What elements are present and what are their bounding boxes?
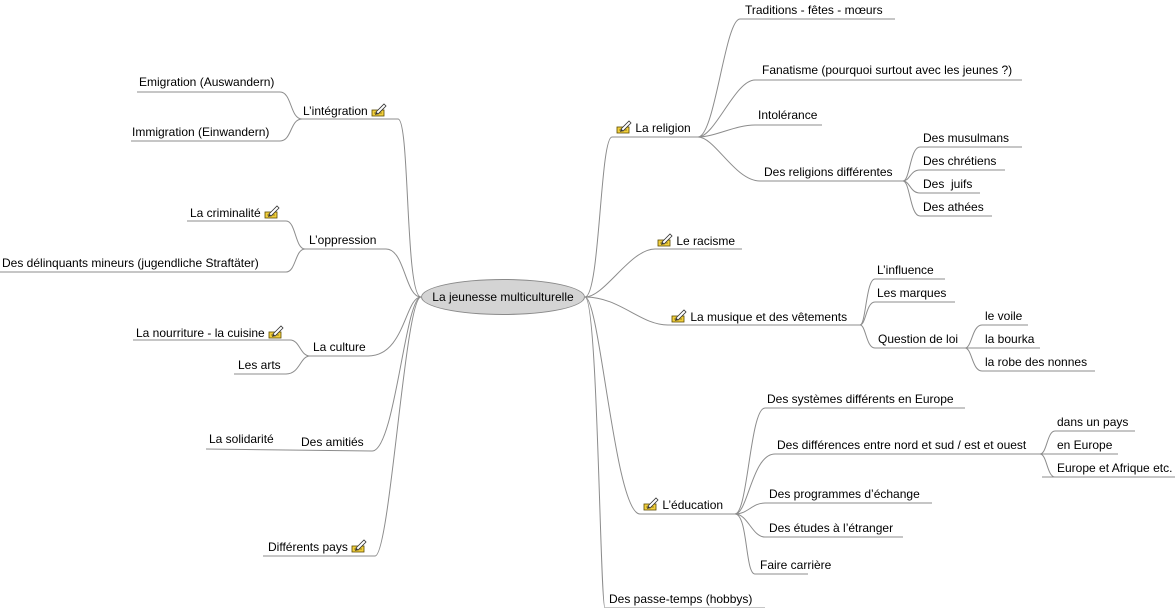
node-voile[interactable]: le voile	[985, 309, 1023, 323]
pencil-note-icon	[371, 103, 387, 117]
node-traditions[interactable]: Traditions - fêtes - mœurs	[745, 3, 883, 17]
node-integration[interactable]: L’intégration	[303, 103, 387, 118]
node-bourka[interactable]: la bourka	[985, 332, 1035, 346]
root-label: La jeunesse multiculturelle	[432, 290, 574, 304]
node-influence[interactable]: L’influence	[877, 263, 934, 277]
node-athees[interactable]: Des athées	[923, 200, 984, 214]
node-immigration[interactable]: Immigration (Einwandern)	[132, 125, 270, 139]
node-question-loi[interactable]: Question de loi	[878, 332, 959, 346]
root-node[interactable]: La jeunesse multiculturelle	[421, 279, 585, 315]
node-delinquants[interactable]: Des délinquants mineurs (jugendliche Str…	[2, 256, 259, 270]
node-religions-differentes[interactable]: Des religions différentes	[764, 165, 893, 179]
pencil-note-icon	[643, 497, 659, 511]
pencil-note-icon	[351, 539, 367, 553]
node-dans-un-pays[interactable]: dans un pays	[1057, 415, 1129, 429]
node-differences[interactable]: Des différences entre nord et sud / est …	[777, 438, 1027, 452]
node-passe-temps[interactable]: Des passe-temps (hobbys)	[609, 592, 753, 606]
pencil-note-icon	[616, 120, 632, 134]
node-etudes[interactable]: Des études à l’étranger	[769, 521, 894, 535]
node-oppression[interactable]: L’oppression	[309, 233, 377, 247]
node-amities[interactable]: Des amitiés	[301, 435, 364, 449]
node-solidarite[interactable]: La solidarité	[209, 432, 274, 446]
pencil-note-icon	[671, 309, 687, 323]
node-musique[interactable]: La musique et des vêtements	[671, 309, 847, 324]
node-racisme[interactable]: Le racisme	[657, 233, 735, 248]
node-juifs[interactable]: Des juifs	[923, 177, 973, 191]
node-arts[interactable]: Les arts	[238, 358, 281, 372]
node-criminalite[interactable]: La criminalité	[190, 205, 280, 220]
node-intolerance[interactable]: Intolérance	[758, 108, 818, 122]
node-robe-nonnes[interactable]: la robe des nonnes	[985, 355, 1088, 369]
node-nourriture[interactable]: La nourriture - la cuisine	[136, 325, 284, 340]
node-marques[interactable]: Les marques	[877, 286, 947, 300]
node-musulmans[interactable]: Des musulmans	[923, 131, 1010, 145]
node-education[interactable]: L’éducation	[643, 497, 723, 512]
node-en-europe[interactable]: en Europe	[1057, 438, 1113, 452]
node-pays[interactable]: Différents pays	[268, 539, 367, 554]
node-culture[interactable]: La culture	[313, 340, 366, 354]
node-fanatisme[interactable]: Fanatisme (pourquoi surtout avec les jeu…	[762, 63, 1013, 77]
node-programmes[interactable]: Des programmes d’échange	[769, 487, 920, 501]
pencil-note-icon	[268, 325, 284, 339]
node-europe-afrique[interactable]: Europe et Afrique etc.	[1057, 461, 1173, 475]
node-emigration[interactable]: Emigration (Auswandern)	[139, 75, 275, 89]
node-chretiens[interactable]: Des chrétiens	[923, 154, 997, 168]
pencil-note-icon	[657, 233, 673, 247]
node-religion[interactable]: La religion	[616, 120, 691, 135]
node-carriere[interactable]: Faire carrière	[760, 558, 832, 572]
pencil-note-icon	[264, 205, 280, 219]
node-systemes[interactable]: Des systèmes différents en Europe	[767, 392, 954, 406]
